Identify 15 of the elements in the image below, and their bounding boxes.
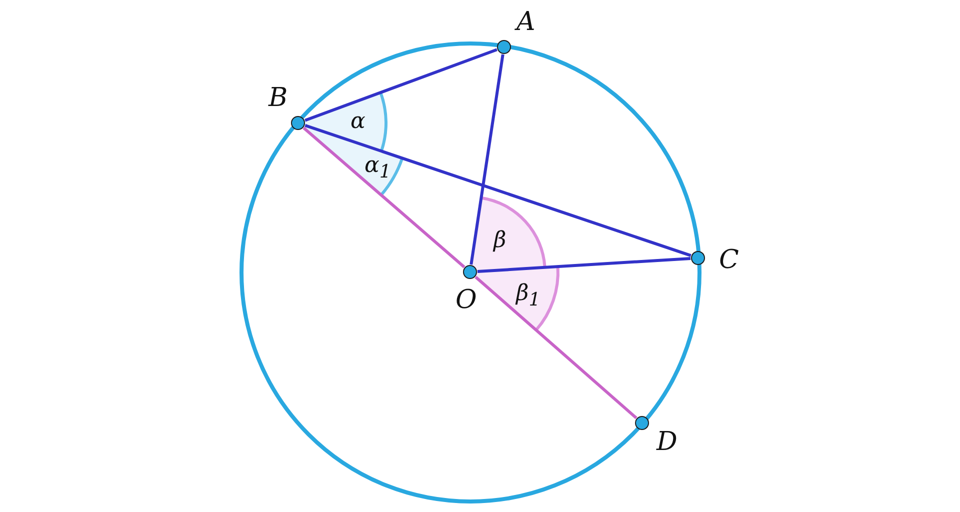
line-segment — [302, 126, 466, 268]
angle-label: α — [350, 110, 366, 134]
angle-label: α$_{1}$ — [364, 154, 392, 184]
line-segment — [304, 48, 498, 122]
line-segment — [304, 124, 692, 258]
line-segment — [470, 54, 504, 265]
point-label: B — [268, 84, 288, 112]
point-label: C — [719, 246, 739, 274]
angle-label: β$_{1}$ — [516, 282, 540, 312]
point-label: A — [516, 8, 536, 36]
line-segment — [477, 256, 691, 274]
point-label: D — [656, 428, 678, 456]
line-segment — [474, 276, 638, 420]
angle-label: β — [494, 229, 506, 253]
point-label: O — [456, 286, 477, 314]
